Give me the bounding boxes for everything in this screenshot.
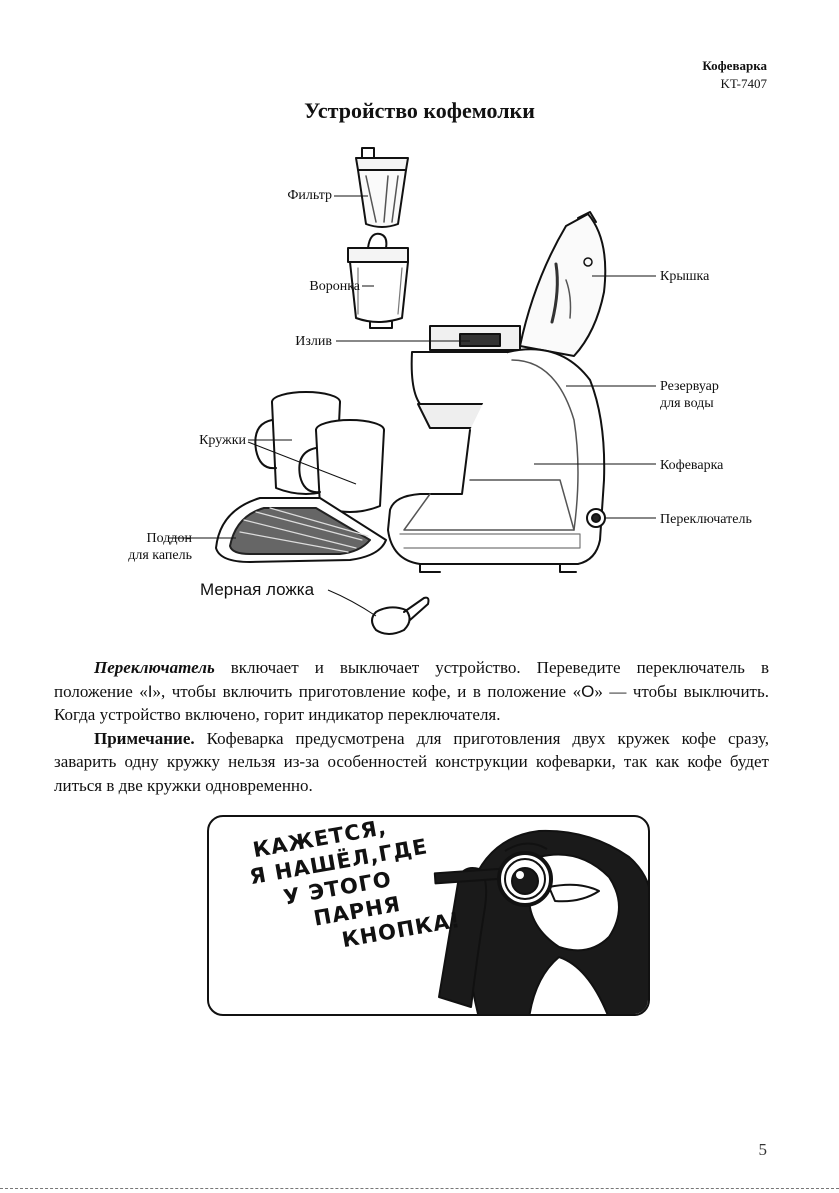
paragraph-note: Примечание. Кофеварка предусмотрена для …: [54, 727, 769, 798]
label-funnel: Воронка: [309, 279, 360, 294]
penguin-illustration: [433, 829, 648, 1014]
label-spout: Излив: [295, 334, 332, 349]
lid-illustration: [519, 211, 607, 357]
label-filter: Фильтр: [287, 188, 332, 203]
label-drip-tray: Поддон для капель: [80, 530, 192, 564]
label-reservoir-line2: для воды: [660, 396, 714, 411]
label-lid: Крышка: [660, 269, 710, 284]
paragraph-switch: Переключатель включает и выключает устро…: [54, 656, 769, 727]
cartoon-panel: КАЖЕТСЯ, Я НАШЁЛ,ГДЕ У ЭТОГО ПАРНЯ КНОПК…: [207, 815, 650, 1016]
drip-tray-illustration: [215, 497, 387, 563]
measuring-spoon-illustration: [371, 596, 430, 635]
page-title: Устройство кофемолки: [304, 98, 535, 123]
bottom-divider: [0, 1188, 839, 1189]
funnel-illustration: [347, 232, 409, 329]
label-measuring-spoon: Мерная ложка: [200, 580, 315, 599]
paragraph-switch-text-a: включает и выключает устройство. Перевед…: [54, 658, 769, 701]
paragraph-switch-text-c: » — чтобы выключить. Когда устройство вк…: [54, 681, 769, 725]
on-symbol: I: [147, 681, 153, 701]
label-reservoir: Резервуар для воды: [660, 378, 719, 412]
label-switch: Переключатель: [660, 512, 752, 527]
label-reservoir-line1: Резервуар: [660, 379, 719, 394]
paragraph-note-text: Кофеварка предусмотрена для приготовлени…: [54, 728, 769, 795]
coffee-maker-diagram: [168, 147, 656, 635]
page-number: 5: [758, 1140, 768, 1159]
label-drip-tray-line2: для капель: [128, 548, 192, 563]
note-term: Примечание.: [94, 728, 195, 748]
coffee-machine-illustration: [387, 325, 606, 573]
label-coffee-maker: Кофеварка: [660, 458, 724, 473]
switch-term: Переключатель: [94, 658, 215, 677]
off-symbol: O: [581, 681, 595, 701]
model-number: KT-7407: [720, 76, 767, 91]
label-drip-tray-line1: Поддон: [146, 531, 192, 546]
description-text: Переключатель включает и выключает устро…: [54, 656, 769, 797]
filter-illustration: [355, 147, 409, 228]
label-mugs: Кружки: [199, 433, 246, 448]
brand-name: Кофеварка: [702, 58, 767, 73]
paragraph-switch-text-b: », чтобы включить приготовление кофе, и …: [152, 681, 582, 701]
